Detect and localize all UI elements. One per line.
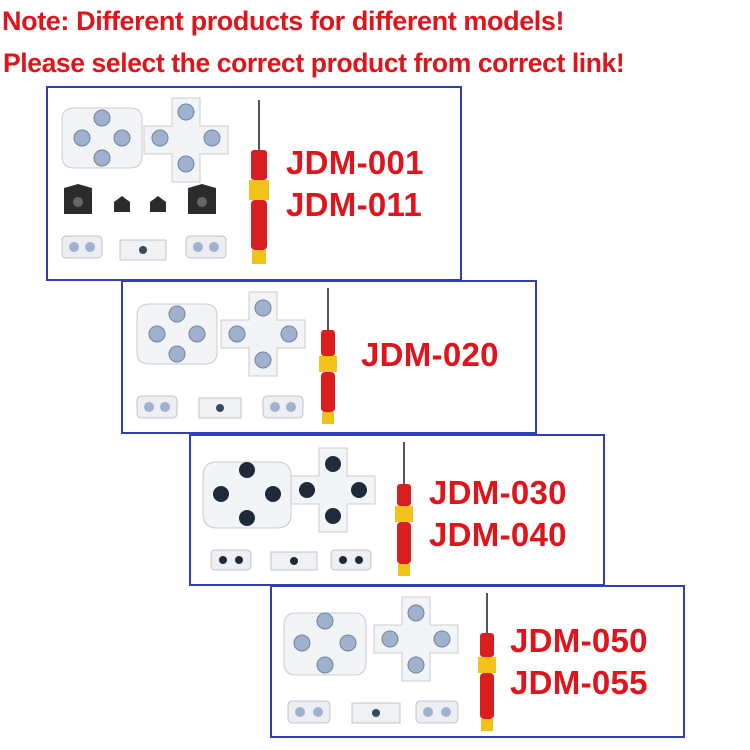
model-label-group: JDM-030 JDM-040	[429, 472, 567, 556]
button-membrane-image	[220, 291, 306, 377]
model-label: JDM-001	[286, 144, 424, 181]
product-panel-4: JDM-050 JDM-055	[270, 585, 685, 738]
model-label-group: JDM-020	[361, 334, 499, 376]
small-contact-pads-image	[287, 700, 459, 724]
model-label: JDM-050	[510, 622, 648, 659]
small-contact-pads-image	[210, 549, 372, 571]
model-label: JDM-011	[286, 186, 423, 223]
screwdriver-image	[319, 288, 337, 424]
small-contact-pads-image	[136, 395, 304, 419]
product-panel-1: JDM-001 JDM-011	[46, 86, 462, 281]
screwdriver-image	[478, 593, 496, 731]
button-membrane-image	[143, 97, 229, 183]
model-label-group: JDM-050 JDM-055	[510, 620, 648, 704]
note-line-2: Please select the correct product from c…	[3, 48, 625, 78]
button-membrane-image	[290, 447, 376, 533]
model-label: JDM-030	[429, 474, 567, 511]
conductive-pads-image	[136, 288, 337, 424]
product-panel-2: JDM-020	[121, 280, 537, 434]
dpad-membrane-image	[136, 303, 218, 365]
note-line-1: Note: Different products for different m…	[2, 6, 565, 36]
screwdriver-image	[395, 442, 413, 576]
model-label: JDM-055	[510, 664, 648, 701]
small-contact-pads-image	[61, 235, 227, 261]
button-membrane-image	[373, 596, 459, 682]
screwdriver-image	[249, 100, 269, 264]
product-panel-3: JDM-030 JDM-040	[189, 434, 605, 586]
model-label: JDM-040	[429, 516, 567, 553]
trigger-pads-image	[64, 184, 216, 214]
dpad-membrane-image	[61, 107, 143, 169]
conductive-pads-image	[202, 442, 413, 576]
model-label: JDM-020	[361, 336, 499, 373]
conductive-pads-image	[283, 593, 496, 731]
conductive-pads-image	[61, 97, 269, 264]
model-label-group: JDM-001 JDM-011	[286, 142, 424, 226]
dpad-membrane-image	[283, 612, 367, 676]
dpad-membrane-image	[202, 461, 292, 529]
